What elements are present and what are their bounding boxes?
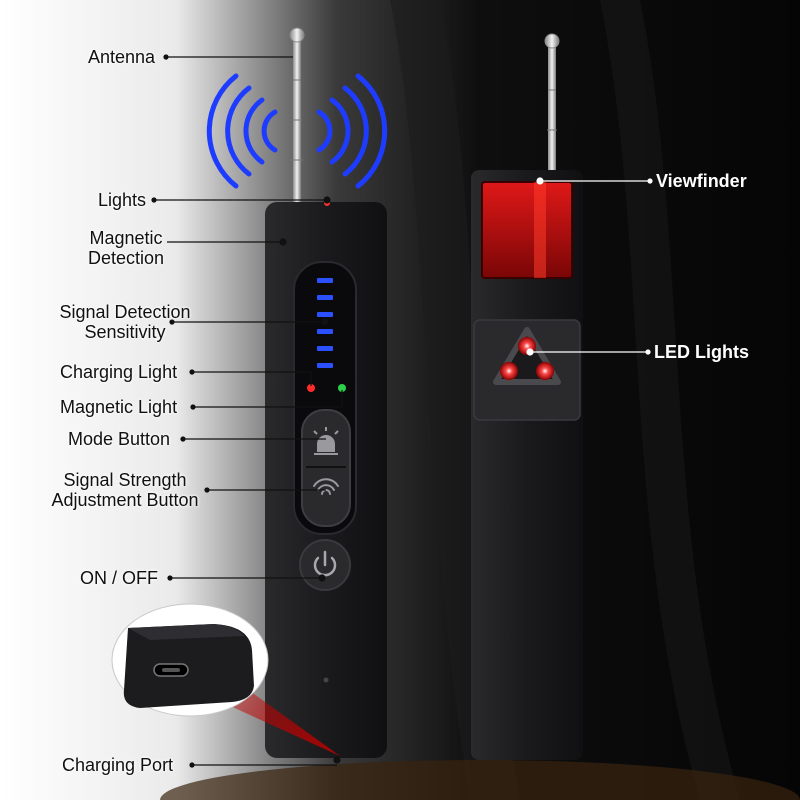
callout-signal-strength-line2: Adjustment Button — [51, 490, 199, 510]
callout-mode-button: Mode Button — [68, 429, 171, 449]
viewfinder — [481, 181, 573, 279]
callout-magnetic-light: Magnetic Light — [60, 397, 178, 417]
callout-signal-strength-line1: Signal Strength — [63, 470, 187, 490]
callout-lights: Lights — [98, 190, 147, 210]
power-icon — [313, 550, 337, 577]
callout-signal-detection-line2: Sensitivity — [84, 322, 166, 342]
charging-light — [307, 384, 315, 392]
callout-signal-detection-sensitivity: Signal Detection Sensitivity — [48, 302, 202, 342]
pinhole — [323, 677, 329, 683]
usb-c-port-icon — [153, 663, 189, 677]
curtain-fold — [600, 0, 740, 800]
callout-led-lights: LED Lights — [654, 342, 749, 362]
right-device — [471, 33, 583, 760]
charging-port-inset — [111, 603, 340, 756]
signal-waves-icon — [206, 73, 388, 189]
callout-magnetic-detection-line2: Detection — [87, 248, 165, 268]
callout-charging-light: Charging Light — [60, 362, 178, 382]
antenna — [289, 27, 305, 206]
right-antenna — [544, 33, 560, 176]
right-device-body — [471, 170, 583, 760]
callout-magnetic-detection-line1: Magnetic — [89, 228, 163, 248]
callout-antenna: Antenna — [88, 47, 156, 67]
magnetic-light — [338, 384, 346, 392]
callout-charging-port: Charging Port — [62, 755, 174, 775]
callout-magnetic-detection: Magnetic Detection — [78, 228, 174, 268]
callout-signal-strength-adjustment: Signal Strength Adjustment Button — [40, 470, 210, 510]
stand-base — [160, 760, 800, 800]
callout-lines-right — [526, 177, 653, 356]
sensitivity-led-bar — [317, 278, 333, 368]
power-button[interactable] — [299, 539, 351, 591]
callout-lines-left — [151, 54, 343, 768]
callout-on-off: ON / OFF — [80, 568, 158, 588]
callout-signal-detection-line1: Signal Detection — [59, 302, 191, 322]
signal-strength-adjustment-button[interactable] — [304, 470, 348, 522]
callout-viewfinder: Viewfinder — [656, 171, 747, 191]
